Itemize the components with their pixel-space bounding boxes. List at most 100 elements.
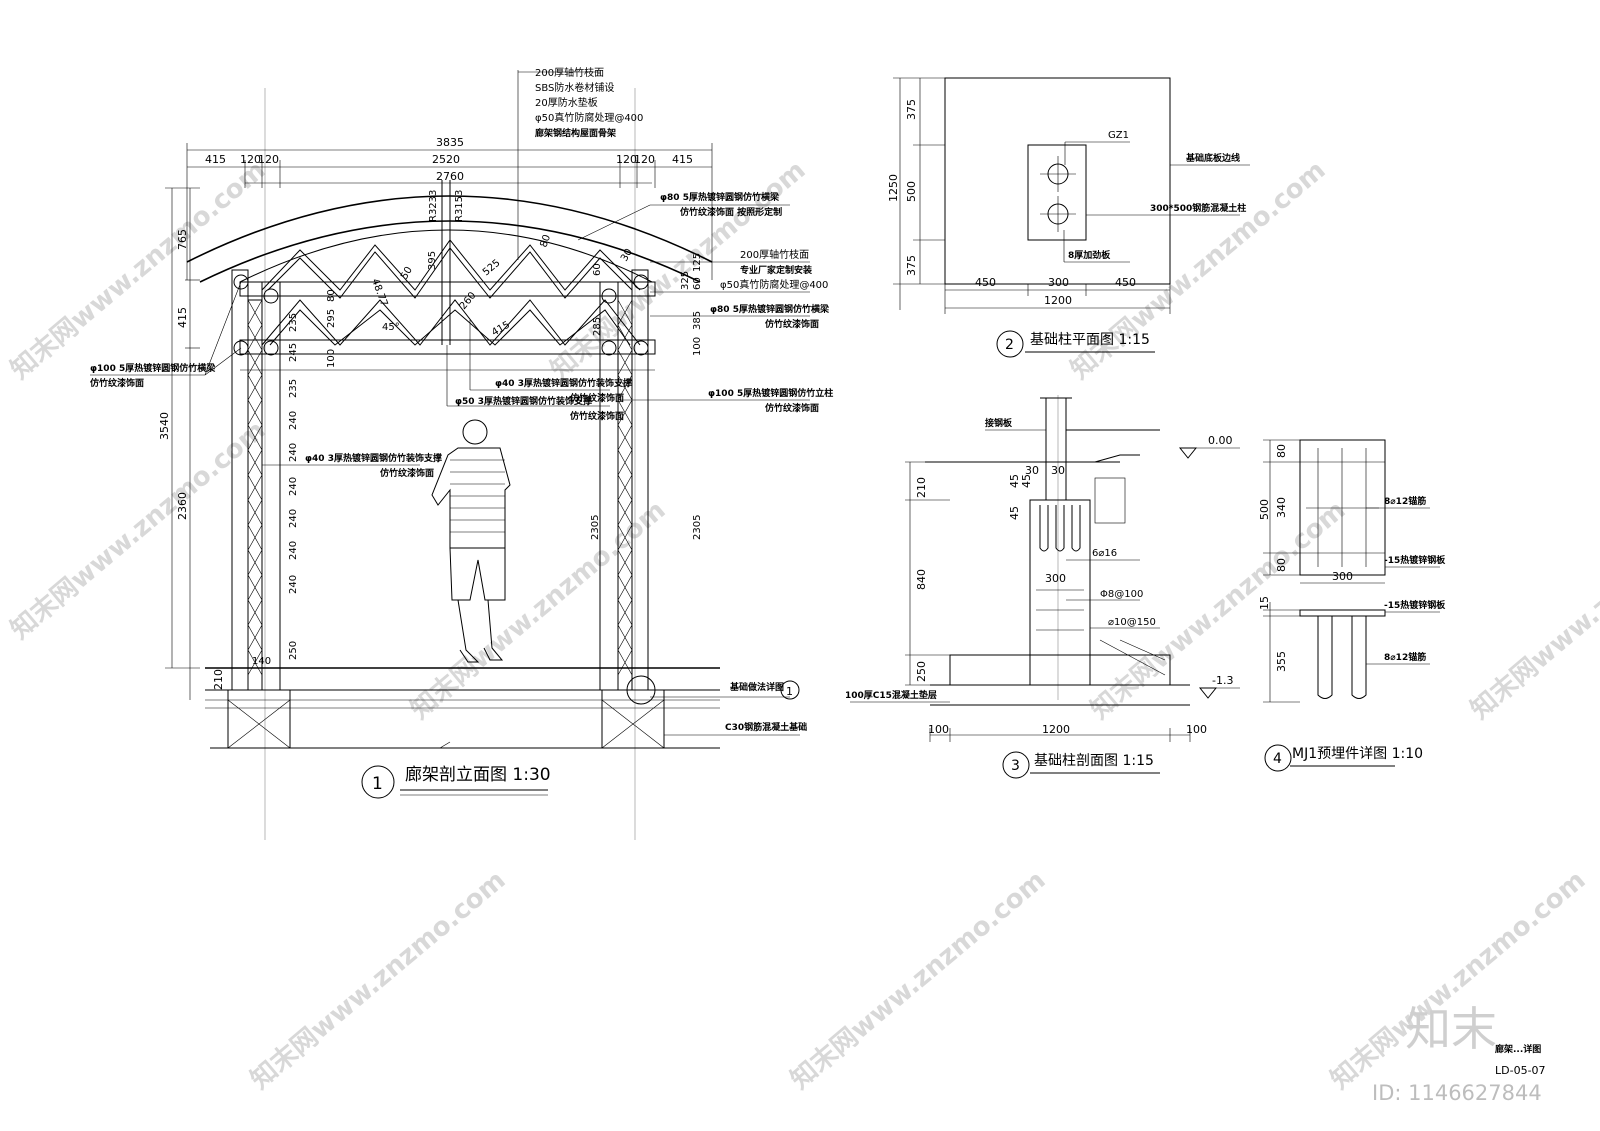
label: Φ8@100 bbox=[1100, 589, 1143, 600]
dim-label: 50 bbox=[399, 265, 415, 282]
dim-label: 210 bbox=[915, 477, 928, 498]
dim-label: 415 bbox=[205, 153, 226, 166]
drawing-code: LD-05-07 bbox=[1495, 1064, 1546, 1077]
note-right: φ80 5厚热镀锌圆钢仿竹横梁 bbox=[660, 191, 780, 203]
watermark: 知末网www.znzmo.com bbox=[1325, 865, 1591, 1095]
dim-label: 80 bbox=[538, 233, 553, 249]
dim-total-width: 3835 bbox=[436, 136, 464, 149]
dim-label: 2760 bbox=[436, 170, 464, 183]
watermark: 知末网www.znzmo.com bbox=[1065, 155, 1331, 385]
dim-label: 45° bbox=[382, 322, 400, 333]
note-mid: 仿竹纹漆饰面 bbox=[570, 410, 624, 422]
dim-label: 415 bbox=[672, 153, 693, 166]
dim-label: 240 bbox=[288, 575, 299, 594]
dim-label: 60 bbox=[692, 277, 703, 290]
watermark: 知末网www.znzmo.com bbox=[245, 865, 511, 1095]
level-label: 0.00 bbox=[1208, 434, 1233, 447]
dim-label: 100 bbox=[692, 337, 703, 356]
label: ⌀10@150 bbox=[1108, 617, 1156, 628]
dim-label: 80 bbox=[326, 289, 337, 302]
view-number: 1 bbox=[372, 774, 383, 794]
watermark: 知末网www.znzmo.com bbox=[785, 865, 1051, 1095]
dim-label: 240 bbox=[288, 443, 299, 462]
view-title: 基础柱剖面图 1:15 bbox=[1034, 752, 1154, 769]
dim-label: 260 bbox=[458, 290, 479, 312]
dim-label: 45 bbox=[1008, 506, 1021, 520]
title-block: 廊架...详图 LD-05-07 知末 ID: 1146627844 bbox=[1372, 1002, 1546, 1105]
label: 300 bbox=[1045, 572, 1066, 585]
dim-label: 120 bbox=[616, 153, 637, 166]
dim-label: 235 bbox=[288, 313, 299, 332]
dim-label: 240 bbox=[288, 411, 299, 430]
dim-label: 120 bbox=[240, 153, 261, 166]
note-foundation: C30钢筋混凝土基础 bbox=[725, 721, 807, 733]
label: 接钢板 bbox=[985, 417, 1013, 429]
watermark: 知末网www.znzmo.com bbox=[405, 495, 671, 725]
dim-label: 30 bbox=[1051, 464, 1065, 477]
note-roof: 廊架钢结构屋面骨架 bbox=[535, 127, 616, 139]
dim-label: 450 bbox=[975, 276, 996, 289]
note-left: φ100 5厚热镀锌圆钢仿竹横梁 bbox=[90, 362, 216, 374]
dim-label: 45 bbox=[1020, 474, 1033, 488]
dim-label: 500 bbox=[905, 181, 918, 202]
dim-label: 300 bbox=[1332, 570, 1353, 583]
dim-label: 325 bbox=[680, 271, 691, 290]
person-figure bbox=[431, 419, 511, 663]
view-title: 基础柱平面图 1:15 bbox=[1030, 331, 1150, 348]
dim-label: 295 bbox=[326, 309, 337, 328]
dim-label: 300 bbox=[1048, 276, 1069, 289]
dim-label: 80 bbox=[1275, 558, 1288, 572]
dim-label: 235 bbox=[288, 379, 299, 398]
dim-label: 450 bbox=[1115, 276, 1136, 289]
dim-label: 1250 bbox=[887, 174, 900, 202]
label: -15热镀锌钢板 bbox=[1384, 554, 1446, 566]
dim-label: 15 bbox=[1258, 596, 1271, 610]
label: -15热镀锌钢板 bbox=[1384, 599, 1446, 611]
dim-label: 375 bbox=[905, 99, 918, 120]
label: 基础底板边线 bbox=[1185, 152, 1240, 164]
label: 8⌀12锚筋 bbox=[1384, 651, 1426, 663]
note-right: 仿竹纹漆饰面 bbox=[765, 318, 819, 330]
dim-label: 240 bbox=[288, 541, 299, 560]
dim-label: 250 bbox=[288, 641, 299, 660]
dim-label: 395 bbox=[427, 251, 438, 270]
note-right: 专业厂家定制安装 bbox=[740, 264, 813, 276]
note-right: φ80 5厚热镀锌圆钢仿竹横梁 bbox=[710, 303, 830, 315]
dim-label: 245 bbox=[288, 343, 299, 362]
label-gz1: GZ1 bbox=[1108, 130, 1129, 141]
dim-label: 385 bbox=[692, 311, 703, 330]
dim-label: 415 bbox=[490, 320, 512, 339]
dim-label: 355 bbox=[1275, 651, 1288, 672]
dim-label: 1200 bbox=[1042, 723, 1070, 736]
dim-label: 120 bbox=[258, 153, 279, 166]
dim-label: 100 bbox=[1186, 723, 1207, 736]
view-number: 3 bbox=[1011, 758, 1020, 774]
dim-label: 1200 bbox=[1044, 294, 1072, 307]
level-label: -1.3 bbox=[1212, 674, 1233, 687]
view-number: 2 bbox=[1005, 337, 1014, 353]
note-mid: φ40 3厚热镀锌圆钢仿竹装饰支撑 bbox=[495, 377, 632, 389]
ref-number: 1 bbox=[786, 685, 793, 698]
drawing-name: 廊架...详图 bbox=[1495, 1043, 1541, 1055]
note-roof: SBS防水卷材铺设 bbox=[535, 81, 614, 94]
note-col: 仿竹纹漆饰面 bbox=[380, 467, 434, 479]
dim-label: 210 bbox=[212, 669, 225, 690]
dim-label: R3153 bbox=[454, 190, 465, 222]
dim-label: 60 bbox=[592, 263, 603, 276]
dim-label: 375 bbox=[905, 255, 918, 276]
dim-label: 140 bbox=[252, 656, 271, 667]
view1-title: 1 廊架剖立面图 1:30 bbox=[361, 765, 551, 799]
brand-logo: 知末 bbox=[1405, 1002, 1497, 1056]
label: 300*500钢筋混凝土柱 bbox=[1150, 202, 1246, 214]
dim-label: 840 bbox=[915, 569, 928, 590]
dim-label: 45 bbox=[1008, 474, 1021, 488]
view-title: 廊架剖立面图 1:30 bbox=[405, 765, 551, 785]
dim-label: 120 bbox=[634, 153, 655, 166]
note-right: φ100 5厚热镀锌圆钢仿竹立柱 bbox=[708, 387, 833, 399]
dim-label: 240 bbox=[288, 509, 299, 528]
dim-label: 2360 bbox=[176, 492, 189, 520]
note-roof: 200厚轴竹枝面 bbox=[535, 66, 604, 79]
dim-label: 415 bbox=[176, 307, 189, 328]
dim-label: 125 bbox=[692, 253, 703, 272]
